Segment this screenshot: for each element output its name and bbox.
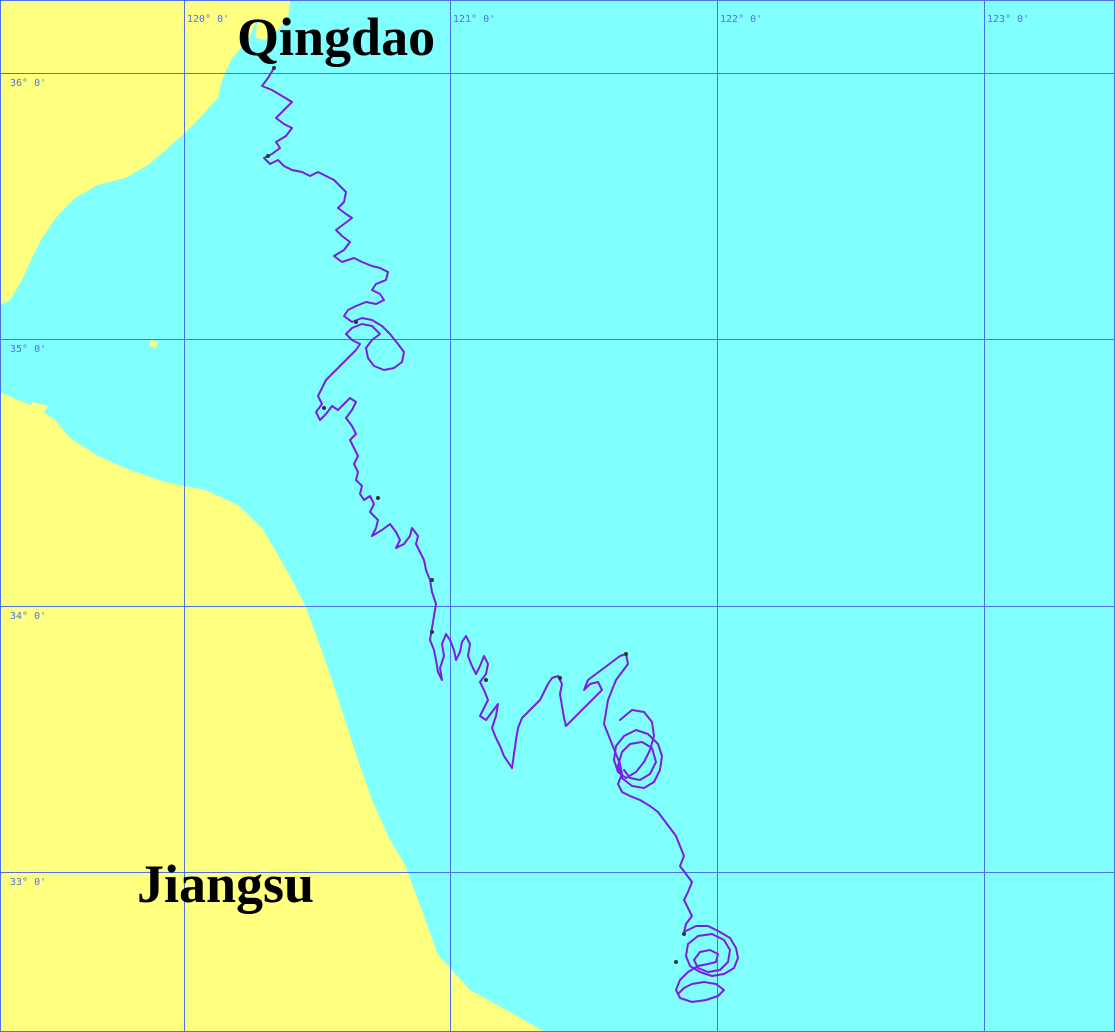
latitude-labels: 36° 0' 35° 0' 34° 0' 33° 0': [10, 78, 46, 888]
track-marker: [266, 154, 270, 158]
drifter-track: [261, 67, 739, 1003]
track-path-middle: [511, 653, 693, 933]
track-marker: [484, 678, 488, 682]
track-marker: [322, 406, 326, 410]
longitude-labels: 120° 0' 121° 0' 122° 0' 123° 0': [187, 14, 1029, 25]
lon-label-121: 121° 0': [453, 14, 495, 25]
track-marker: [376, 496, 380, 500]
track-marker: [430, 630, 434, 634]
coastal-island: [150, 340, 158, 348]
lon-label-122: 122° 0': [720, 14, 762, 25]
track-marker: [272, 66, 276, 70]
track-marker: [624, 652, 628, 656]
track-marker: [354, 320, 358, 324]
lon-label-120: 120° 0': [187, 14, 229, 25]
track-marker: [682, 932, 686, 936]
track-marker: [558, 676, 562, 680]
lat-label-34: 34° 0': [10, 611, 46, 622]
track-loops-south: [675, 925, 739, 1003]
track-markers: [266, 66, 686, 964]
track-loops-middle: [613, 709, 663, 789]
coastal-island: [30, 402, 48, 412]
lon-label-123: 123° 0': [987, 14, 1029, 25]
track-marker: [430, 578, 434, 582]
qingdao-peninsula: [255, 0, 290, 40]
place-label-jiangsu: Jiangsu: [137, 854, 314, 914]
place-label-qingdao: Qingdao: [237, 7, 435, 67]
lat-label-33: 33° 0': [10, 877, 46, 888]
track-marker: [674, 960, 678, 964]
track-path-north: [261, 67, 513, 769]
lat-label-35: 35° 0': [10, 344, 46, 355]
jiangsu-landmass: [0, 0, 545, 1032]
lat-label-36: 36° 0': [10, 78, 46, 89]
